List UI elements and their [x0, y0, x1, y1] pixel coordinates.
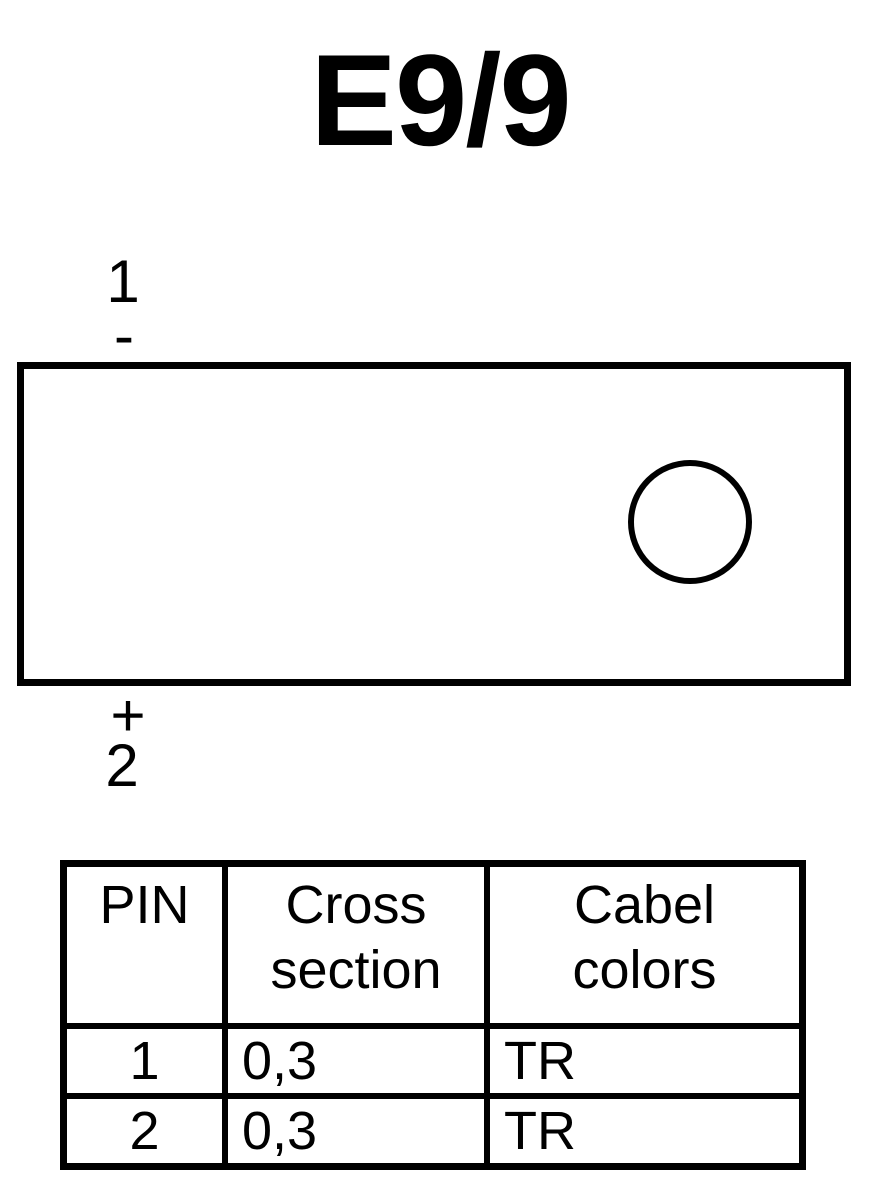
table-row: 2 0,3 TR: [60, 1093, 806, 1170]
cell-pin: 2: [60, 1093, 228, 1170]
pin-1-number: 1: [106, 248, 140, 315]
header-cable-colors-line1: Cabel: [573, 875, 716, 935]
pin-2-number: 2: [105, 732, 139, 799]
diagram-title: E9/9: [310, 27, 571, 173]
table-row: 1 0,3 TR: [60, 1023, 806, 1099]
cell-cross-section: 0,3: [222, 1023, 490, 1099]
pin-1-polarity: -: [114, 302, 134, 369]
header-cable-colors: Cabel colors: [484, 860, 806, 1029]
cell-pin: 1: [60, 1023, 228, 1099]
header-pin-line1: PIN: [99, 875, 190, 935]
header-cross-section-line2: section: [270, 939, 442, 1000]
connector-key-hole: [628, 460, 752, 584]
cell-cable-color: TR: [484, 1023, 806, 1099]
pin-2-polarity: +: [110, 682, 146, 749]
cell-cross-section: 0,3: [222, 1093, 490, 1170]
table-header-row: PIN Cross section Cabel colors: [60, 860, 806, 1029]
connector-outline: [17, 362, 851, 686]
header-cable-colors-line2: colors: [572, 939, 717, 1000]
header-cross-section-line1: Cross: [285, 875, 427, 935]
cell-cable-color: TR: [484, 1093, 806, 1170]
header-pin: PIN: [60, 860, 228, 1029]
header-cross-section: Cross section: [222, 860, 490, 1029]
pin-assignment-table: PIN Cross section Cabel colors 1 0,3 TR …: [60, 860, 806, 1170]
